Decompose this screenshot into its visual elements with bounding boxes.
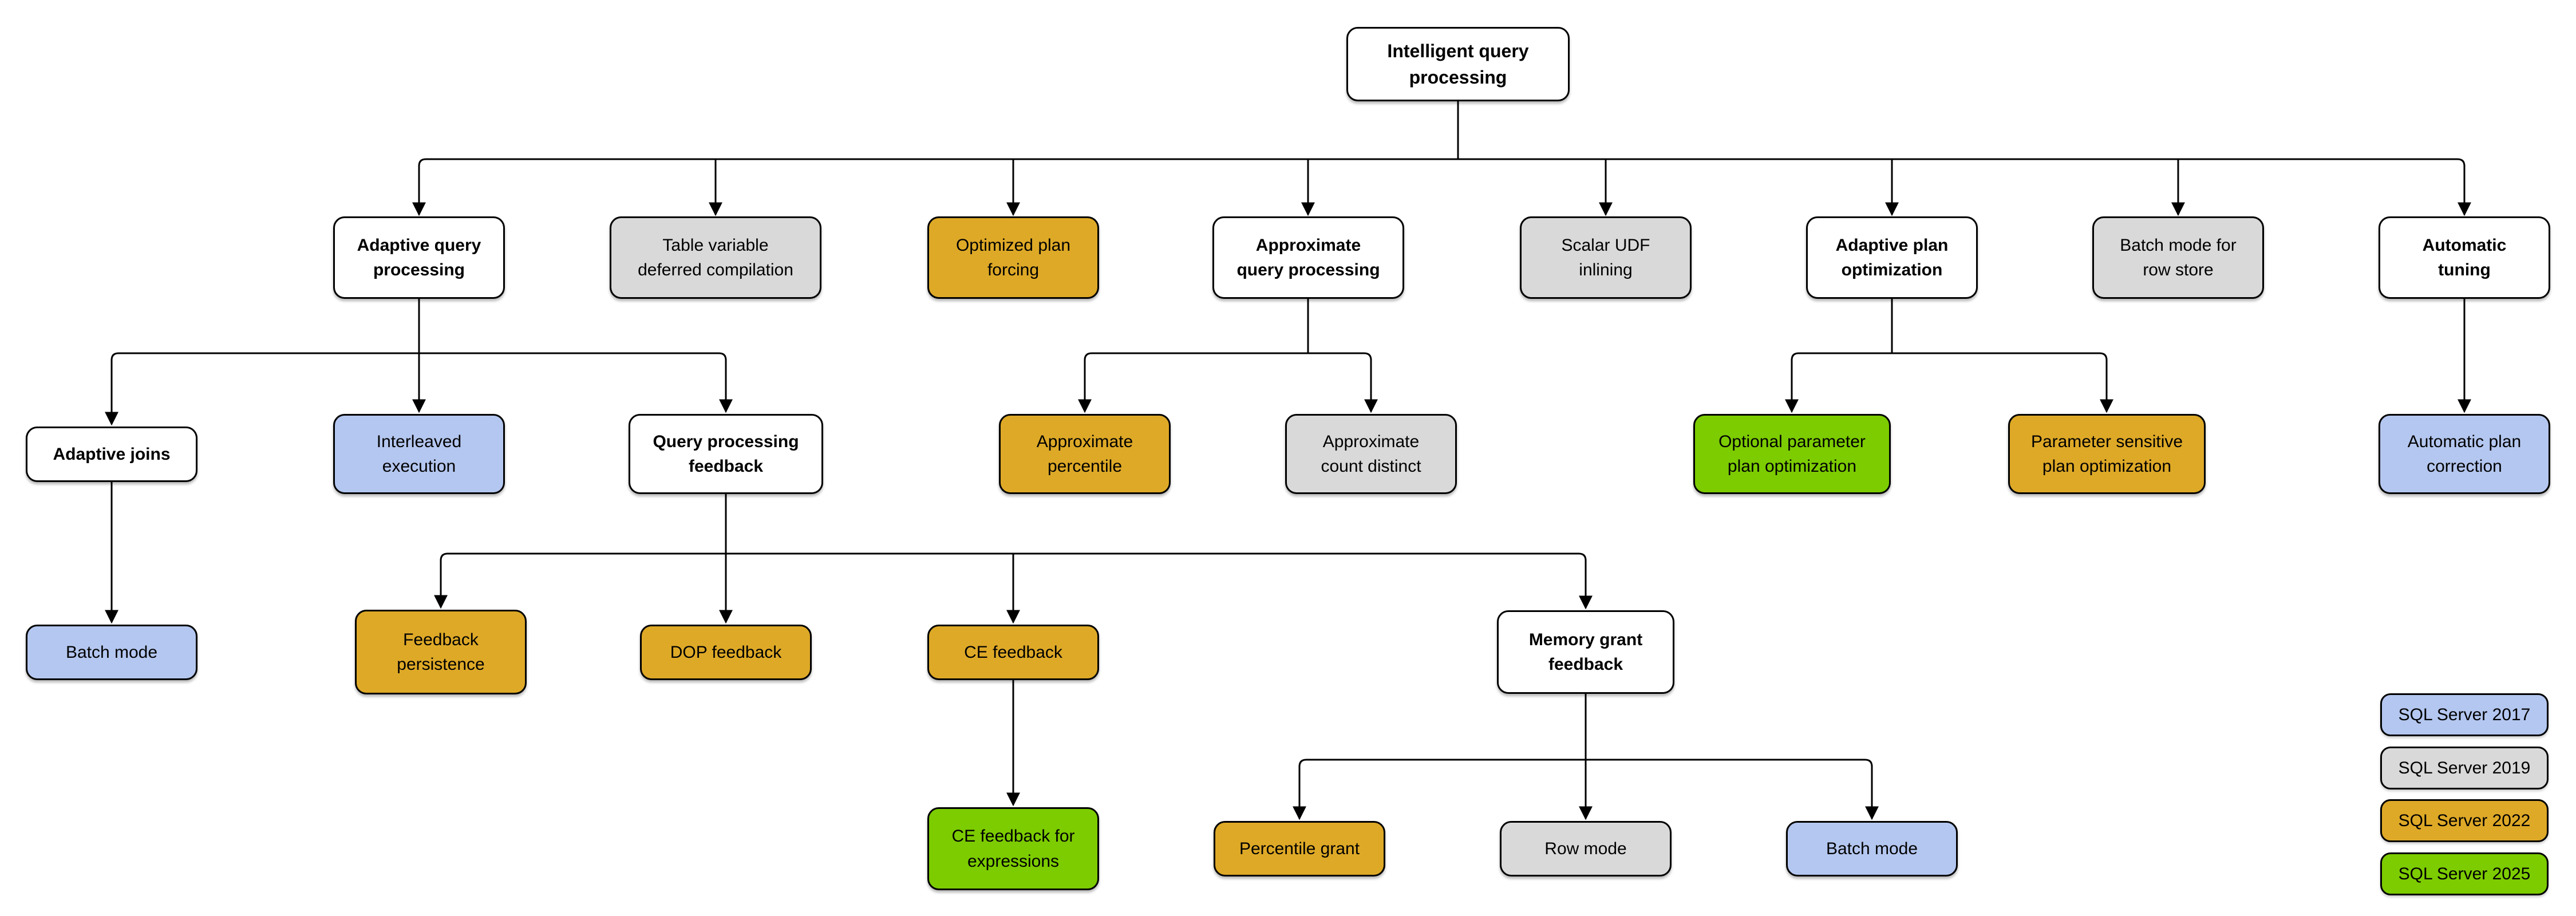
legend-label: SQL Server 2019 xyxy=(2398,758,2531,777)
legend-item-sql-server-2017: SQL Server 2017 xyxy=(2380,693,2549,736)
node-ce-feedback-for-expressions: CE feedback for expressions xyxy=(927,807,1099,890)
node-parameter-sensitive-plan-optimization: Parameter sensitive plan optimization xyxy=(2008,414,2206,494)
node-optimized-plan-forcing: Optimized plan forcing xyxy=(927,216,1099,299)
node-memory-grant-feedback: Memory grant feedback xyxy=(1497,610,1674,694)
node-label: Optimized plan forcing xyxy=(955,235,1071,280)
edge-apq-bus xyxy=(1084,352,1372,361)
edge-apo-bus xyxy=(1791,352,2108,361)
edge-root-bus xyxy=(418,158,2466,167)
node-automatic-tuning: Automatic tuning xyxy=(2379,216,2550,299)
legend-label: SQL Server 2017 xyxy=(2398,705,2531,724)
node-label: Parameter sensitive plan optimization xyxy=(2030,432,2183,476)
node-ce-feedback: CE feedback xyxy=(927,625,1099,680)
node-percentile-grant: Percentile grant xyxy=(1214,821,1385,876)
node-automatic-plan-correction: Automatic plan correction xyxy=(2379,414,2550,494)
node-label: Approximate count distinct xyxy=(1321,432,1421,476)
node-label: Batch mode xyxy=(65,642,158,662)
node-approximate-count-distinct: Approximate count distinct xyxy=(1285,414,1457,494)
node-label: Automatic tuning xyxy=(2422,235,2507,280)
node-label: CE feedback xyxy=(964,642,1062,662)
node-batch-mode-for-row-store: Batch mode for row store xyxy=(2092,216,2264,299)
node-label: CE feedback for expressions xyxy=(951,827,1075,871)
node-batch-mode-adaptive-joins: Batch mode xyxy=(26,625,197,680)
node-label: Approximate percentile xyxy=(1036,432,1133,476)
node-table-variable-deferred-compilation: Table variable deferred compilation xyxy=(610,216,821,299)
node-adaptive-joins: Adaptive joins xyxy=(26,427,197,482)
node-label: Query processing feedback xyxy=(653,432,799,476)
node-interleaved-execution: Interleaved execution xyxy=(333,414,505,494)
node-feedback-persistence: Feedback persistence xyxy=(355,610,527,694)
node-adaptive-query-processing: Adaptive query processing xyxy=(333,216,505,299)
node-label: Memory grant feedback xyxy=(1528,630,1643,674)
node-label: Adaptive plan optimization xyxy=(1835,235,1949,280)
node-label: Intelligent query processing xyxy=(1387,40,1529,88)
node-adaptive-plan-optimization: Adaptive plan optimization xyxy=(1806,216,1978,299)
node-label: Table variable deferred compilation xyxy=(638,235,793,280)
legend-item-sql-server-2022: SQL Server 2022 xyxy=(2380,799,2549,842)
node-scalar-udf-inlining: Scalar UDF inlining xyxy=(1520,216,1692,299)
node-label: Row mode xyxy=(1544,839,1627,858)
node-label: Percentile grant xyxy=(1239,839,1360,858)
node-label: Optional parameter plan optimization xyxy=(1718,432,1866,476)
node-label: Batch mode xyxy=(1826,839,1918,858)
node-label: Interleaved execution xyxy=(376,432,462,476)
node-label: DOP feedback xyxy=(670,642,782,662)
node-label: Adaptive query processing xyxy=(357,235,481,280)
node-approximate-query-processing: Approximate query processing xyxy=(1212,216,1404,299)
node-label: Feedback persistence xyxy=(397,630,485,674)
node-label: Automatic plan correction xyxy=(2407,432,2522,476)
node-query-processing-feedback: Query processing feedback xyxy=(629,414,823,494)
node-label: Approximate query processing xyxy=(1236,235,1380,280)
node-optional-parameter-plan-optimization: Optional parameter plan optimization xyxy=(1693,414,1891,494)
node-dop-feedback: DOP feedback xyxy=(640,625,812,680)
legend-item-sql-server-2025: SQL Server 2025 xyxy=(2380,852,2549,895)
node-batch-mode-memory-grant: Batch mode xyxy=(1786,821,1958,876)
node-label: Adaptive joins xyxy=(53,444,171,464)
node-label: Batch mode for row store xyxy=(2120,235,2237,280)
node-label: Scalar UDF inlining xyxy=(1561,235,1650,280)
node-intelligent-query-processing: Intelligent query processing xyxy=(1346,27,1570,101)
legend-item-sql-server-2019: SQL Server 2019 xyxy=(2380,747,2549,789)
node-approximate-percentile: Approximate percentile xyxy=(999,414,1171,494)
legend-label: SQL Server 2025 xyxy=(2398,864,2531,883)
legend-label: SQL Server 2022 xyxy=(2398,811,2531,830)
node-row-mode: Row mode xyxy=(1500,821,1672,876)
